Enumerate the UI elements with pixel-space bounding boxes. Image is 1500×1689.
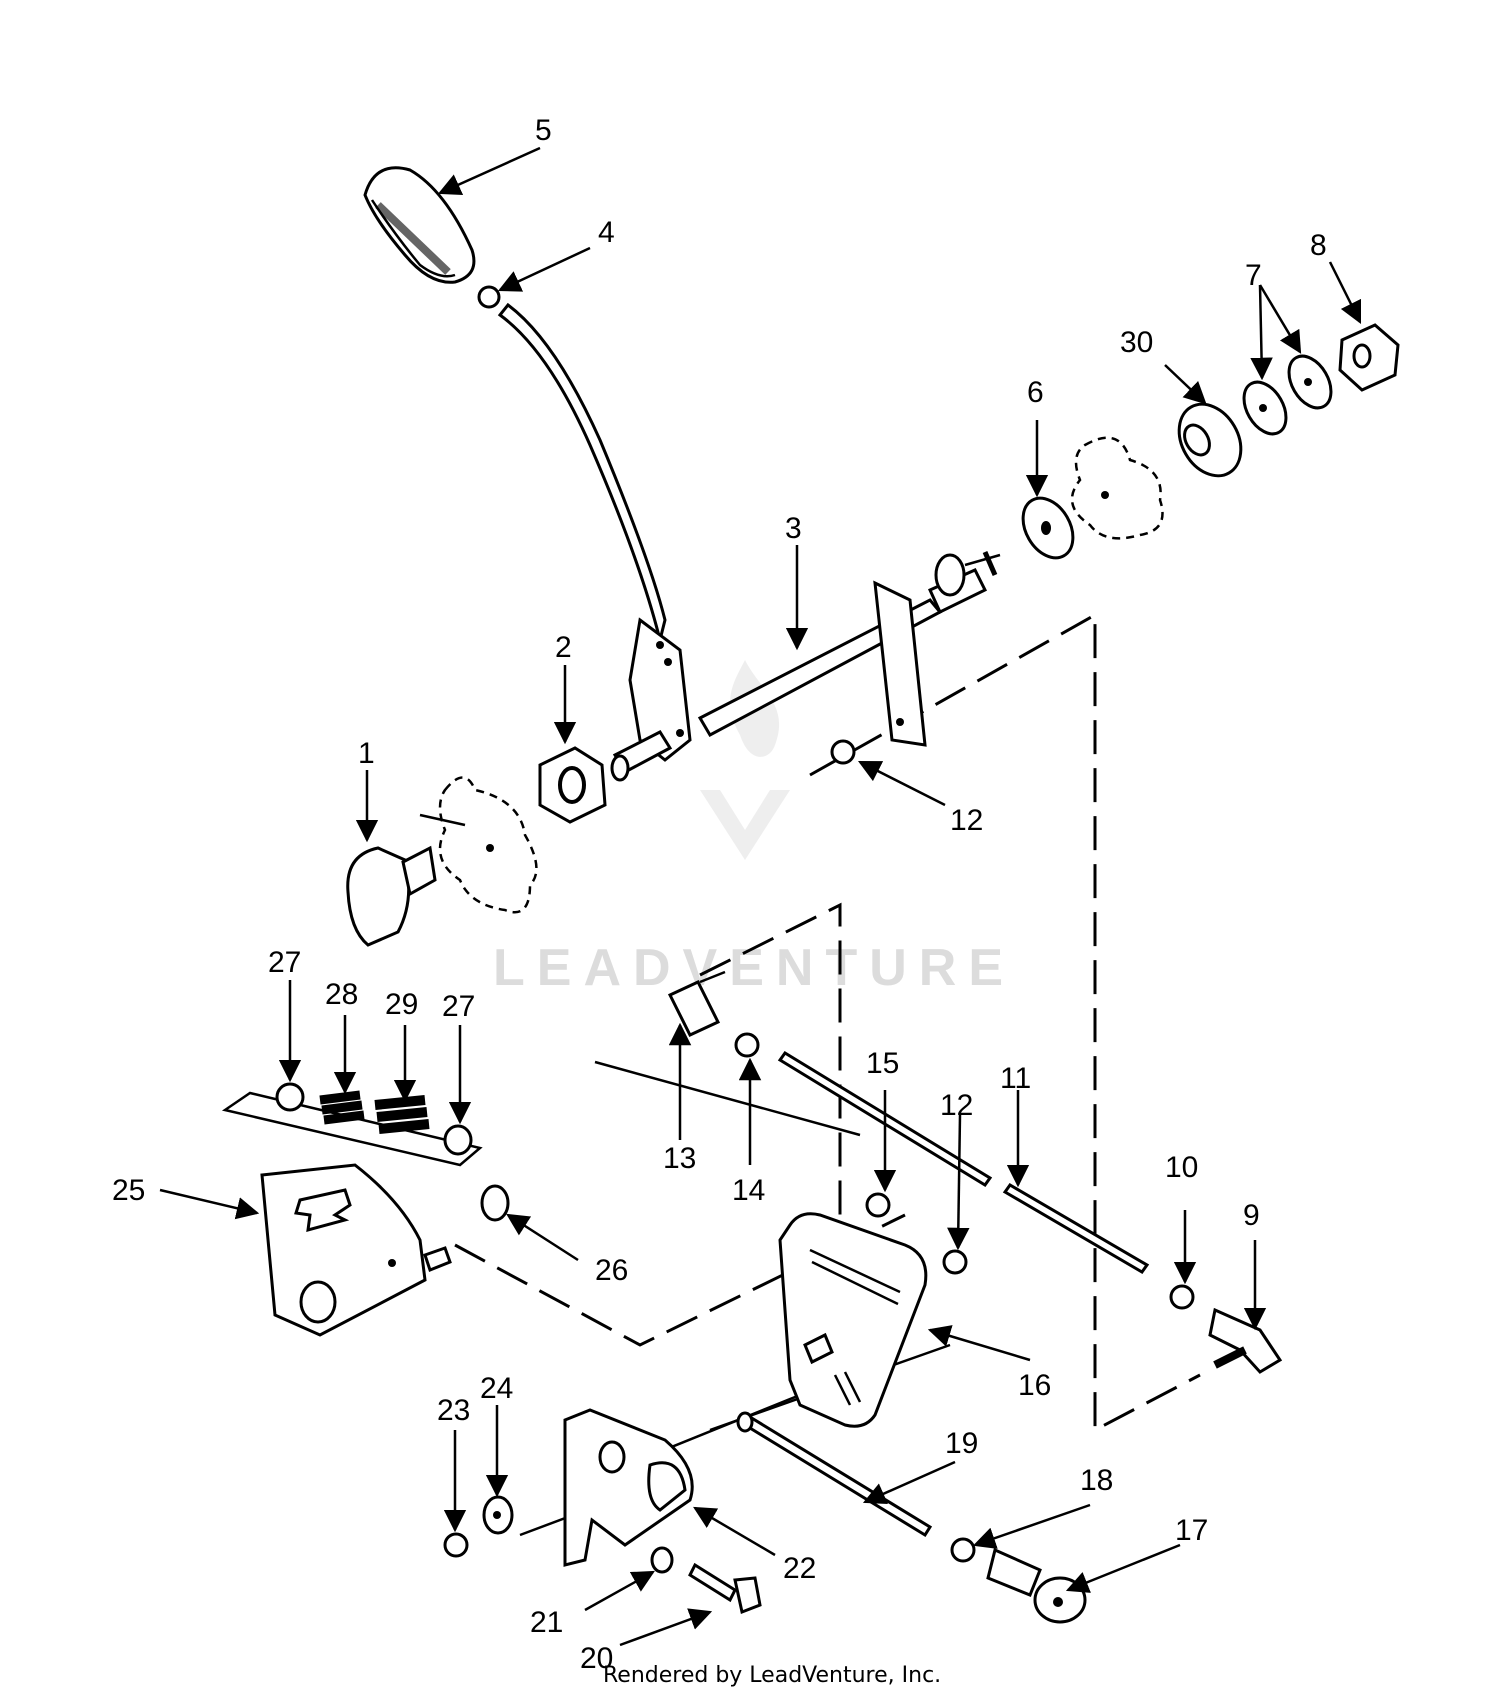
part-5-pedal-pad xyxy=(363,166,476,284)
part-25-plate xyxy=(260,1163,452,1337)
part-12-nut-lower xyxy=(942,1249,968,1275)
callout-18: 18 xyxy=(1080,1464,1113,1497)
callout-10: 10 xyxy=(1165,1151,1198,1184)
callout-1: 1 xyxy=(358,737,375,770)
callout-7: 7 xyxy=(1245,259,1262,292)
callout-17: 17 xyxy=(1175,1514,1208,1547)
callout-29: 29 xyxy=(385,988,418,1021)
part-2-nut xyxy=(538,746,607,824)
callout-27-left: 27 xyxy=(268,946,301,979)
callout-27-right: 27 xyxy=(442,990,475,1023)
callout-11: 11 xyxy=(1000,1062,1031,1095)
callout-15: 15 xyxy=(866,1047,899,1080)
part-17-rod-end xyxy=(986,1547,1087,1624)
callout-25: 25 xyxy=(112,1174,145,1207)
part-12-nut-upper xyxy=(830,739,856,765)
dashed-plate-upper xyxy=(1070,436,1164,540)
credit-text: Rendered by LeadVenture, Inc. xyxy=(603,1663,941,1688)
dashed-plate-lower xyxy=(438,776,538,914)
callout-23: 23 xyxy=(437,1394,470,1427)
part-22-bracket xyxy=(563,1408,694,1567)
part-7-washers xyxy=(1242,354,1333,436)
callout-20: 20 xyxy=(580,1642,613,1675)
callout-21: 21 xyxy=(530,1606,563,1639)
watermark-text: LEADVENTURE xyxy=(493,939,1015,997)
spring-assembly xyxy=(275,1082,473,1156)
callout-2: 2 xyxy=(555,631,572,664)
leader-arrows xyxy=(159,146,1362,1647)
part-4-nut xyxy=(477,285,501,309)
callout-labels: 5 4 3 2 1 6 30 7 8 12 27 28 29 27 13 14 … xyxy=(112,114,1327,1675)
callout-3: 3 xyxy=(785,512,802,545)
part-30-bearing xyxy=(1177,402,1243,478)
callout-16: 16 xyxy=(1018,1369,1051,1402)
callout-12-lower: 12 xyxy=(940,1089,973,1122)
part-10-nut xyxy=(1169,1284,1195,1310)
part-19-rod xyxy=(736,1411,933,1538)
callout-9: 9 xyxy=(1243,1199,1260,1232)
part-9-ferrule xyxy=(1208,1307,1283,1374)
part-20-bolt xyxy=(688,1562,762,1615)
callout-24: 24 xyxy=(480,1372,513,1405)
callout-4: 4 xyxy=(598,216,615,249)
part-3-lever-shaft xyxy=(497,302,1001,782)
part-13-ferrule xyxy=(667,970,726,1037)
callout-30: 30 xyxy=(1120,326,1153,359)
part-16-plate xyxy=(778,1212,928,1428)
callout-6: 6 xyxy=(1027,376,1044,409)
callout-8: 8 xyxy=(1310,229,1327,262)
callout-5: 5 xyxy=(535,114,552,147)
part-15-nut xyxy=(865,1192,891,1218)
callout-12-upper: 12 xyxy=(950,804,983,837)
part-24-washer xyxy=(482,1495,514,1535)
callout-28: 28 xyxy=(325,978,358,1011)
part-1-bolt xyxy=(346,845,437,947)
part-14-nut xyxy=(734,1032,760,1058)
callout-22: 22 xyxy=(783,1552,816,1585)
callout-14: 14 xyxy=(732,1174,765,1207)
part-21-washer xyxy=(650,1546,674,1574)
part-18-nut xyxy=(950,1537,976,1563)
part-26-clip xyxy=(480,1184,510,1222)
callout-19: 19 xyxy=(945,1427,978,1460)
part-23-nut xyxy=(443,1532,469,1558)
part-8-nut xyxy=(1338,323,1400,392)
part-6-washer xyxy=(1021,496,1075,560)
callout-13: 13 xyxy=(663,1142,696,1175)
callout-26: 26 xyxy=(595,1254,628,1287)
